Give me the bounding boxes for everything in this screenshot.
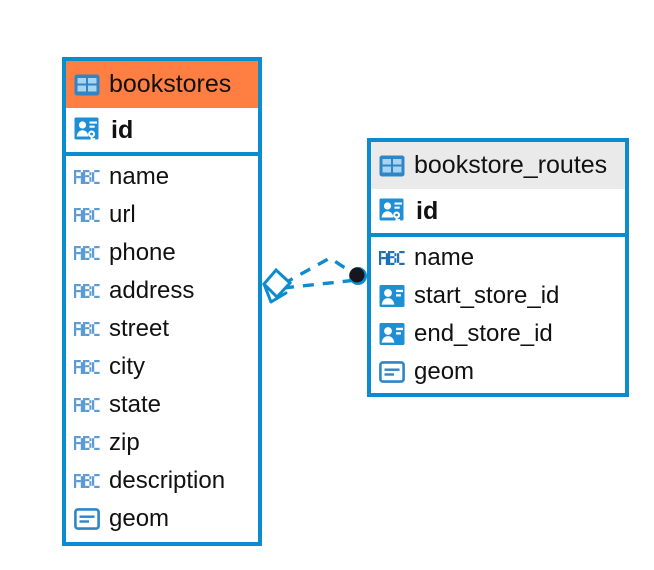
relationship-circle-marker [349, 267, 367, 285]
field-label: phone [109, 239, 176, 266]
field-label: name [414, 244, 475, 271]
foreign-key-icon [379, 284, 405, 308]
field-row[interactable]: city [66, 348, 258, 386]
geometry-icon [379, 361, 405, 383]
abc-text-icon [74, 434, 100, 452]
field-label: geom [414, 358, 475, 385]
primary-key-icon [379, 197, 407, 225]
abc-text-icon [74, 472, 100, 490]
field-label: state [109, 391, 162, 418]
field-row[interactable]: street [66, 310, 258, 348]
entity-header-bookstores[interactable]: bookstores [66, 61, 258, 108]
relationship-diamond-marker [261, 267, 293, 304]
entity-field-list: name u [66, 156, 258, 538]
field-row[interactable]: url [66, 196, 258, 234]
entity-table-bookstores[interactable]: bookstores id [62, 57, 262, 546]
entity-primary-key-row[interactable]: id [66, 108, 258, 156]
field-row[interactable]: end_store_id [371, 315, 625, 353]
relationship-branch-upper [282, 256, 358, 286]
abc-text-icon [74, 320, 100, 338]
field-row[interactable]: address [66, 272, 258, 310]
abc-text-icon [74, 244, 100, 262]
abc-text-icon [74, 282, 100, 300]
field-label: street [109, 315, 170, 342]
field-row[interactable]: state [66, 386, 258, 424]
entity-table-bookstore-routes[interactable]: bookstore_routes id [367, 138, 629, 397]
field-row[interactable]: phone [66, 234, 258, 272]
relationship-branch-lower [282, 278, 358, 290]
foreign-key-icon [379, 322, 405, 346]
field-label: city [109, 353, 145, 380]
field-row[interactable]: geom [371, 353, 625, 391]
field-label: description [109, 467, 226, 494]
abc-text-icon [74, 168, 100, 186]
field-label: url [109, 201, 136, 228]
field-row[interactable]: name [66, 158, 258, 196]
field-label: end_store_id [414, 320, 553, 347]
primary-key-label: id [416, 196, 439, 225]
field-row[interactable]: description [66, 462, 258, 500]
geometry-icon [74, 508, 100, 530]
entity-title: bookstores [109, 70, 232, 98]
entity-title: bookstore_routes [414, 151, 608, 179]
entity-field-list: name start_store_id [371, 237, 625, 391]
primary-key-icon [74, 116, 102, 144]
field-label: zip [109, 429, 140, 456]
table-grid-icon [379, 155, 405, 177]
field-label: name [109, 163, 170, 190]
field-row[interactable]: geom [66, 500, 258, 538]
field-row[interactable]: zip [66, 424, 258, 462]
abc-text-icon [379, 249, 405, 267]
field-label: address [109, 277, 195, 304]
field-label: start_store_id [414, 282, 560, 309]
entity-header-bookstore-routes[interactable]: bookstore_routes [371, 142, 625, 189]
field-row[interactable]: start_store_id [371, 277, 625, 315]
abc-text-icon [74, 358, 100, 376]
field-row[interactable]: name [371, 239, 625, 277]
field-label: geom [109, 505, 170, 532]
abc-text-icon [74, 396, 100, 414]
table-grid-icon [74, 74, 100, 96]
entity-primary-key-row[interactable]: id [371, 189, 625, 237]
primary-key-label: id [111, 115, 134, 144]
abc-text-icon [74, 206, 100, 224]
